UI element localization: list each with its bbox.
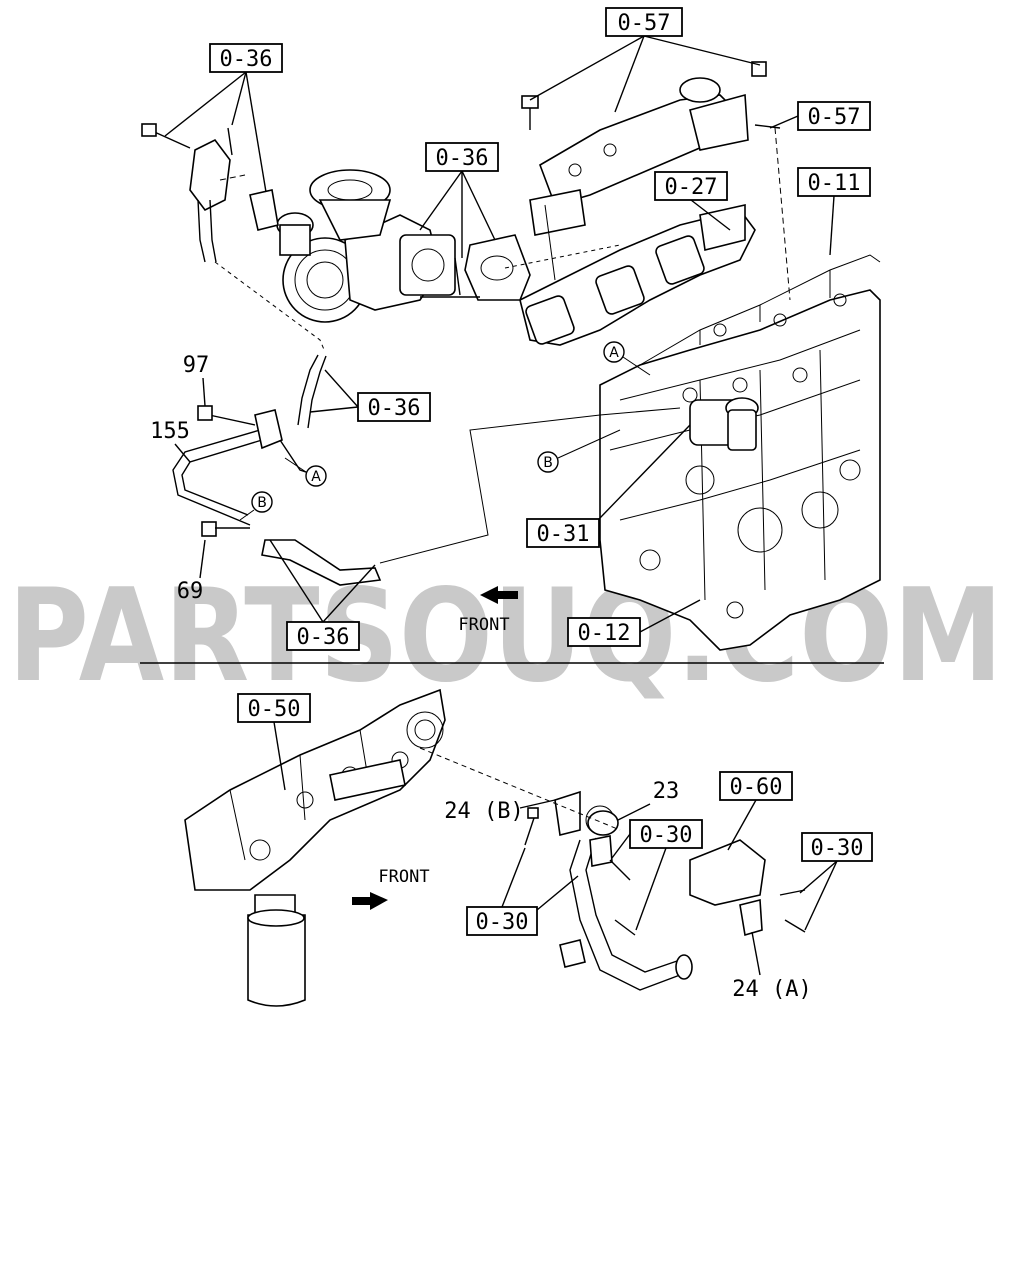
exhaust-manifold: [519, 204, 756, 346]
part-number-24b: 24 (B): [444, 799, 523, 824]
part-number-155: 155: [150, 419, 190, 444]
svg-text:0-30: 0-30: [811, 836, 864, 861]
ref-box-012: [567, 617, 641, 647]
svg-text:B: B: [257, 495, 267, 511]
svg-text:0-27: 0-27: [665, 175, 718, 200]
front-arrow-top: [480, 586, 518, 604]
ref-box-031: [526, 518, 600, 548]
svg-text:0-57: 0-57: [808, 105, 861, 130]
part-number-69: 69: [177, 579, 204, 604]
svg-text:0-60: 0-60: [730, 775, 783, 800]
svg-text:0-36: 0-36: [220, 47, 273, 72]
svg-text:0-36: 0-36: [436, 146, 489, 171]
engine-block: [599, 254, 881, 651]
o-ring-23: [587, 810, 619, 836]
egr-cooler: [521, 61, 781, 236]
svg-text:0-31: 0-31: [537, 522, 590, 547]
marker-b-engine: [537, 451, 559, 473]
turbo-gasket: [464, 234, 531, 301]
svg-text:0-11: 0-11: [808, 171, 861, 196]
part-number-97: 97: [183, 353, 210, 378]
marker-a-engine: [603, 341, 625, 363]
svg-text:0-30: 0-30: [476, 910, 529, 935]
part-number-24a: 24 (A): [732, 977, 811, 1002]
svg-text:A: A: [609, 345, 619, 361]
svg-text:0-36: 0-36: [368, 396, 421, 421]
oil-feed-pipe: [141, 123, 233, 263]
marker-b-pipe: [251, 491, 273, 513]
ref-box-030-right: [801, 832, 873, 862]
pipe-155: [172, 354, 382, 586]
turbocharger: [276, 169, 456, 323]
front-arrow-bottom: [352, 892, 388, 910]
part-number-23: 23: [653, 779, 680, 804]
ref-box-036-c: [357, 392, 431, 422]
oil-feed-gasket: [249, 189, 279, 231]
oil-cooler-assembly: [184, 688, 446, 1007]
svg-text:0-30: 0-30: [640, 823, 693, 848]
front-label-bottom: FRONT: [378, 867, 429, 887]
ref-box-036-d: [286, 621, 360, 651]
svg-text:A: A: [311, 469, 321, 485]
svg-text:0-36: 0-36: [297, 625, 350, 650]
svg-text:0-12: 0-12: [578, 621, 631, 646]
marker-a-pipe: [305, 465, 327, 487]
ref-box-057-top: [605, 7, 683, 37]
svg-text:0-50: 0-50: [248, 697, 301, 722]
ref-label: 0-57: [618, 11, 671, 36]
front-label-top: FRONT: [458, 615, 509, 635]
bracket-24a: [739, 898, 763, 937]
ref-box-036-a: [209, 43, 283, 73]
bracket-060: [689, 839, 766, 906]
svg-text:B: B: [543, 455, 553, 471]
